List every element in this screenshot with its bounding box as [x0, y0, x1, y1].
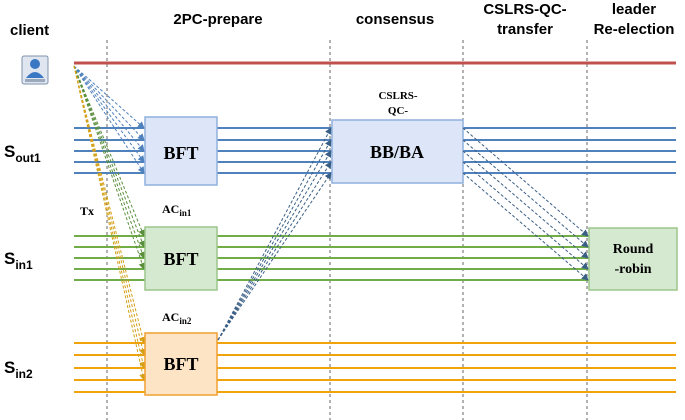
client-arrows-green — [73, 65, 146, 270]
client-arrows-orange — [73, 65, 147, 381]
shard-label-in2: Sin2 — [4, 358, 33, 381]
ac-in1-label: ACin1 — [162, 202, 192, 218]
cslrs-label-line2: QC- — [388, 105, 409, 117]
round-robin-line2: -robin — [614, 262, 651, 277]
ac-in2-label: ACin2 — [162, 310, 192, 326]
bft-in1-label: BFT — [163, 249, 198, 269]
bft-box-in1 — [144, 226, 218, 291]
client-arrows-blue — [73, 65, 145, 174]
user-icon — [21, 55, 49, 85]
shard-label-out1: Sout1 — [4, 142, 41, 165]
bft-box-out1 — [144, 116, 218, 186]
consensus-to-leader-arrows — [462, 127, 589, 281]
bft-box-in2 — [144, 332, 218, 396]
bft-out1-label: BFT — [163, 143, 198, 163]
header-consensus: consensus — [356, 11, 434, 28]
header-client: client — [10, 22, 49, 39]
tx-label: Tx — [80, 204, 94, 218]
cslrs-label-line1: CSLRS- — [378, 90, 417, 102]
round-robin-box — [588, 227, 678, 291]
prepare-to-consensus-arrows — [217, 127, 332, 341]
header-leader-line2: Re-election — [594, 21, 675, 38]
header-transfer-line2: transfer — [497, 21, 553, 38]
bbba-label: BB/BA — [370, 142, 424, 162]
shard-label-in1: Sin1 — [4, 249, 33, 272]
round-robin-line1: Round — [613, 242, 654, 257]
header-leader-line1: leader — [612, 1, 656, 18]
bbba-box — [331, 119, 464, 184]
header-prepare: 2PC-prepare — [173, 11, 262, 28]
bft-in2-label: BFT — [163, 354, 198, 374]
header-transfer-line1: CSLRS-QC- — [483, 1, 566, 18]
